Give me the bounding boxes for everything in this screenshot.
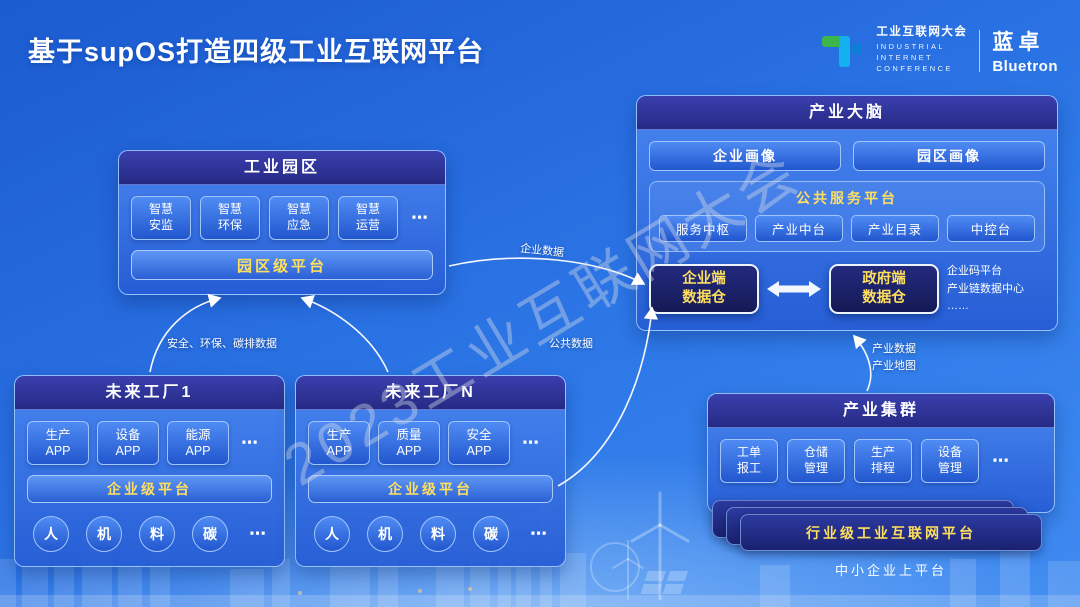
public-service-platform-panel: 公共服务平台 服务中枢 产业中台 产业目录 中控台 [649, 181, 1045, 252]
ellipsis: ⋯ [530, 524, 547, 543]
module-chip: 产业目录 [851, 215, 939, 242]
slide-title: 基于supOS打造四级工业互联网平台 [28, 37, 485, 67]
industrial-park-panel: 工业园区 智慧 安监 智慧 环保 智慧 应急 智慧 运营 ⋯ 园区级平台 [118, 150, 446, 295]
enterprise-platform-bar: 企业级平台 [27, 475, 272, 503]
conference-name: 工业互联网大会 INDUSTRIAL INTERNET CONFERENCE [876, 26, 968, 74]
cluster-app-chip: 仓储 管理 [787, 439, 845, 483]
ellipsis: ⋯ [411, 208, 428, 227]
element-circle: 人 [33, 516, 69, 552]
park-app-chip: 智慧 应急 [269, 196, 329, 240]
enterprise-data-warehouse: 企业端 数据仓 [649, 264, 759, 315]
public-service-platform-title: 公共服务平台 [796, 190, 898, 206]
government-data-warehouse: 政府端 数据仓 [829, 264, 939, 315]
future-factory-1-title: 未来工厂1 [15, 376, 284, 410]
industry-cluster-panel: 产业集群 工单 报工 仓储 管理 生产 排程 设备 管理 ⋯ [707, 393, 1055, 513]
ellipsis: ⋯ [992, 451, 1009, 470]
conference-name-en: CONFERENCE [876, 64, 953, 73]
module-chip: 服务中枢 [659, 215, 747, 242]
factory-app-chip: 生产 APP [27, 421, 89, 465]
factory-app-chip: 能源 APP [167, 421, 229, 465]
ellipsis: ⋯ [522, 433, 539, 452]
element-circle: 碳 [473, 516, 509, 552]
brand-logo: 蓝卓 Bluetron [992, 26, 1058, 75]
cluster-app-chip: 生产 排程 [854, 439, 912, 483]
factory-app-chip: 设备 APP [97, 421, 159, 465]
ellipsis: ⋯ [241, 433, 258, 452]
park-app-chip: 智慧 安监 [131, 196, 191, 240]
factory-app-chip: 生产 APP [308, 421, 370, 465]
warehouse-side-note: 企业码平台 产业链数据中心 …… [947, 265, 1024, 313]
park-platform-bar: 园区级平台 [131, 250, 433, 280]
enterprise-portrait-chip: 企业画像 [649, 141, 841, 171]
park-app-chip: 智慧 运营 [338, 196, 398, 240]
element-circle: 机 [367, 516, 403, 552]
future-factory-1-panel: 未来工厂1 生产 APP 设备 APP 能源 APP ⋯ 企业级平台 人 机 料… [14, 375, 285, 567]
element-circle: 人 [314, 516, 350, 552]
industrial-park-title: 工业园区 [119, 151, 445, 185]
element-circle: 料 [420, 516, 456, 552]
future-factory-n-panel: 未来工厂N 生产 APP 质量 APP 安全 APP ⋯ 企业级平台 人 机 料… [295, 375, 566, 567]
industry-brain-title: 产业大脑 [637, 96, 1057, 130]
sme-platform-caption: 中小企业上平台 [834, 563, 947, 578]
ellipsis: ⋯ [249, 524, 266, 543]
element-circle: 机 [86, 516, 122, 552]
cluster-app-chip: 工单 报工 [720, 439, 778, 483]
industry-platform-bar: 行业级工业互联网平台 [740, 514, 1042, 551]
module-chip: 产业中台 [755, 215, 843, 242]
city-skyline [0, 491, 1080, 607]
enterprise-platform-bar: 企业级平台 [308, 475, 553, 503]
brand-name-cn: 蓝卓 [992, 31, 1045, 54]
brand-name-en: Bluetron [992, 58, 1058, 75]
park-portrait-chip: 园区画像 [853, 141, 1045, 171]
double-arrow-icon [767, 281, 821, 298]
conference-logo-icon [822, 35, 863, 67]
factory-app-chip: 质量 APP [378, 421, 440, 465]
header-logos: 工业互联网大会 INDUSTRIAL INTERNET CONFERENCE 蓝… [820, 26, 1058, 75]
logo-divider [979, 29, 981, 72]
industry-brain-panel: 产业大脑 企业画像 园区画像 公共服务平台 服务中枢 产业中台 产业目录 中控台… [636, 95, 1058, 331]
conference-name-cn: 工业互联网大会 [876, 26, 968, 38]
conference-name-en: INTERNET [876, 53, 934, 62]
future-factory-n-title: 未来工厂N [296, 376, 565, 410]
industry-cluster-title: 产业集群 [708, 394, 1054, 428]
cluster-app-chip: 设备 管理 [921, 439, 979, 483]
factory-app-chip: 安全 APP [448, 421, 510, 465]
park-app-chip: 智慧 环保 [200, 196, 260, 240]
element-circle: 碳 [192, 516, 228, 552]
module-chip: 中控台 [947, 215, 1035, 242]
element-circle: 料 [139, 516, 175, 552]
conference-name-en: INDUSTRIAL [876, 42, 945, 51]
